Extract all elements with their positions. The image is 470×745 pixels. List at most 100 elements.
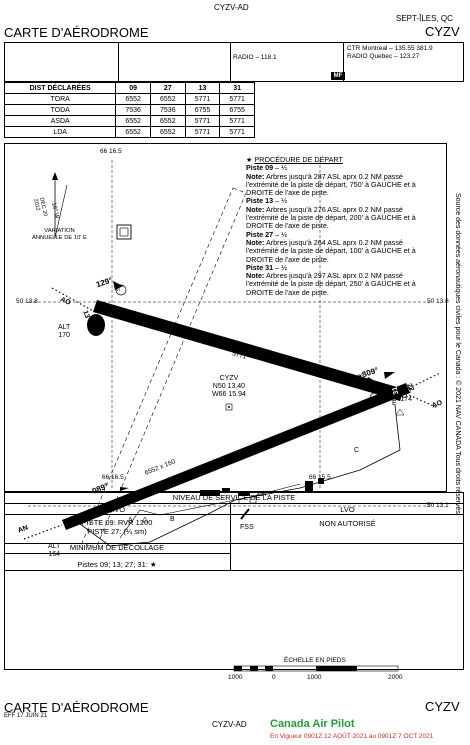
- north-arrow-head: [52, 172, 58, 180]
- heading-arrow-129: [113, 281, 123, 290]
- scale-label: 0: [272, 674, 276, 681]
- doc-code-bottom: CYZV-AD: [212, 720, 247, 729]
- cell: 6552: [115, 126, 151, 138]
- rvo-value: PISTE 27: (¼ sm): [87, 527, 147, 536]
- footer-title: CARTE D'AÉRODROME: [4, 700, 149, 715]
- fss-label: FSS: [240, 524, 254, 531]
- departure-procedure: ★ PROCÉDURE DE DÉPART Piste 09 – ½ Note:…: [246, 155, 416, 297]
- procedure-rwy: Piste 13: [246, 196, 274, 206]
- navaid-square: [116, 224, 132, 240]
- building: [222, 488, 230, 493]
- runway-09-27: [62, 383, 410, 530]
- taxiway-e: E: [392, 400, 397, 407]
- location: SEPT-ÎLES, QC: [396, 14, 453, 23]
- variation-line: [54, 184, 68, 239]
- takeoff-value: Pistes 09; 13; 27; 31: ★: [77, 560, 157, 569]
- radio-freq: RADIO – 118.1: [233, 54, 277, 61]
- divider: [4, 553, 230, 554]
- building: [200, 490, 220, 496]
- scale-seg: [234, 666, 242, 671]
- building: [238, 492, 250, 496]
- heading-arrow-309: [384, 372, 395, 379]
- radio-quebec-freq: RADIO Quebec – 123.27: [347, 53, 420, 60]
- alt-09: ALT 164: [48, 543, 61, 558]
- table-row: TODA 7536 7536 6755 6755: [3, 104, 255, 116]
- arp-symbol: [225, 403, 233, 411]
- building: [318, 478, 324, 484]
- procedure-rwy: Piste 27: [246, 229, 274, 239]
- source-note-text: Source des données aéronautiques civiles…: [454, 193, 461, 514]
- taxiway-b: B: [170, 516, 175, 523]
- scale-seg: [316, 666, 357, 671]
- divider: [230, 543, 231, 570]
- cell: 5771: [219, 126, 255, 138]
- brand-name: Canada Air Pilot: [270, 718, 355, 730]
- rvo-header: RVO: [108, 505, 126, 514]
- arp-dot: [228, 406, 230, 408]
- star-icon: ★: [246, 155, 255, 164]
- variation-label: VARIATION ANNUELLE DE 10' E: [32, 228, 87, 241]
- lvo-value: NON AUTORISÉ: [319, 519, 376, 528]
- chart-title: CARTE D'AÉRODROME: [4, 25, 149, 40]
- heading-arrow-269: [366, 377, 375, 383]
- arp-lon: W66 15.94: [212, 391, 246, 398]
- marker-triangle: [141, 516, 149, 523]
- table-row: ASDA 6552 6552 5771 5771: [3, 115, 255, 127]
- elevation-257: 257: [256, 491, 268, 498]
- heading-arrow-089: [120, 487, 129, 491]
- building: [305, 481, 313, 491]
- procedure-note: Arbres jusqu'à 287 ASL aprx 0.2 NM passé…: [246, 171, 416, 198]
- scale-title: ÉCHELLE EN PIEDS: [284, 657, 346, 664]
- validity-period: En Vigueur 0901Z 12 AOÛT 2021 au 0901Z 7…: [270, 733, 434, 740]
- rvo-values: PISTE 09: RVR 1200 PISTE 27: (¼ sm): [4, 518, 230, 536]
- arp-info: CYZV N50 13.40 W66 15.94: [212, 375, 246, 399]
- taxiway-c: C: [354, 447, 360, 454]
- centerline-ext-27: [404, 372, 441, 391]
- lon-label-left-bottom: 66 16.5: [102, 474, 124, 481]
- header-divider: [343, 42, 344, 82]
- service-title: NIVEAU DE SERVICE DE LA PISTE: [172, 493, 296, 502]
- takeoff-title: MINIMUM DE DÉCOLLAGE: [69, 543, 165, 552]
- closed-runway-outline: [81, 187, 247, 549]
- header-divider: [118, 42, 119, 82]
- procedure-note: Arbres jusqu'à 276 ASL aprx 0.2 NM passé…: [246, 204, 416, 231]
- scale-label: 2000: [388, 674, 403, 681]
- scale-label: 1000: [228, 674, 243, 681]
- divider: [4, 570, 464, 571]
- procedure-title: PROCÉDURE DE DÉPART: [254, 155, 343, 164]
- alt-31: ALT 174: [400, 388, 413, 403]
- procedure-frac: – ½: [273, 229, 288, 239]
- lon-label-left-top: 66 16.5: [100, 148, 122, 155]
- declared-distances-table: DIST DÉCLARÉES 09 27 13 31 TORA 6552 655…: [3, 82, 255, 138]
- v1-label: V1: [116, 287, 121, 292]
- service-section: [4, 492, 464, 670]
- effective-date: EFF 17 JUIN 21: [4, 713, 48, 719]
- note-label: Note:: [246, 204, 265, 214]
- centerline-ext-13: [51, 287, 96, 313]
- rvo-value: PISTE 09: RVR 1200: [81, 518, 153, 527]
- note-label: Note:: [246, 171, 265, 181]
- header-info-box: [4, 42, 464, 82]
- procedure-rwy: Piste 09: [246, 163, 274, 173]
- procedure-item: Piste 31 – ½ Note: Arbres jusqu'à 297 AS…: [246, 262, 416, 297]
- divider: [4, 492, 464, 493]
- divider: [4, 514, 464, 515]
- mf-badge: MF: [331, 72, 345, 80]
- procedure-rwy: Piste 31: [246, 262, 274, 272]
- divider: [4, 543, 464, 544]
- note-label: Note:: [246, 237, 265, 247]
- note-label: Note:: [246, 271, 265, 281]
- procedure-frac: – ½: [273, 196, 288, 206]
- scale-label: 1000: [307, 674, 322, 681]
- scale-seg: [265, 666, 273, 671]
- divider: [4, 503, 464, 504]
- lat-label-bottom-right: 50 13.1: [427, 502, 449, 509]
- cell: 5771: [184, 126, 221, 138]
- procedure-note: Arbres jusqu'à 297 ASL aprx 0.2 NM passé…: [246, 271, 416, 297]
- v1-marker: [369, 392, 381, 404]
- procedure-item: Piste 09 – ½ Note: Arbres jusqu'à 287 AS…: [246, 164, 416, 197]
- lat-label-top-right: 50 13.8: [427, 298, 449, 305]
- centerline-ext-31: [401, 391, 439, 409]
- taxiway-d: D: [402, 393, 408, 400]
- runway-13-31: [93, 300, 404, 401]
